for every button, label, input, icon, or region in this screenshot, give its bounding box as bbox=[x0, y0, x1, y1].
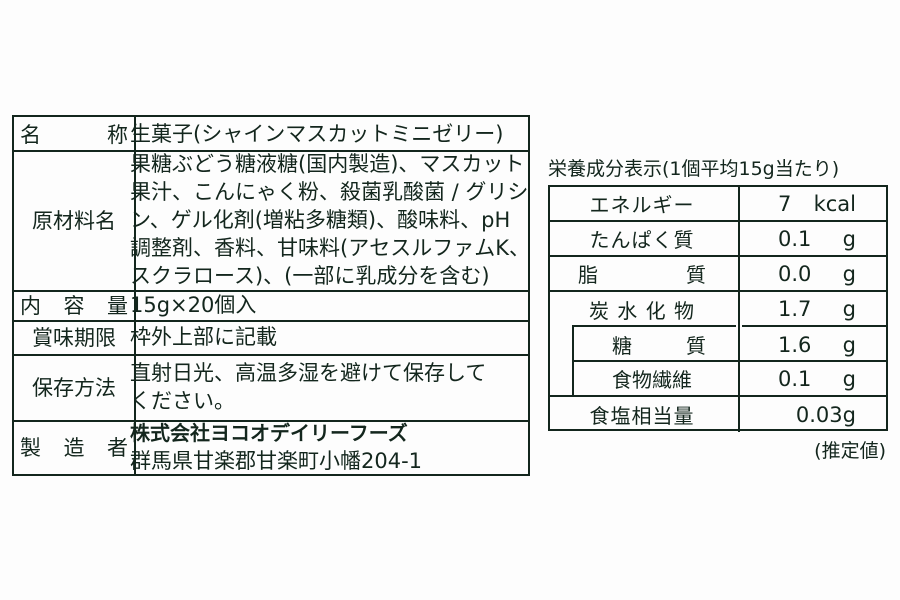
ingredients-line: 調整剤、香料、甘味料(アセスルファムK、 bbox=[130, 236, 530, 260]
row-storage: 保存方法 直射日光、高温多湿を避けて保存して ください。 bbox=[14, 354, 528, 422]
nutrition-row-fiber: 食物繊維 0.1 g bbox=[550, 362, 886, 397]
storage-line: ください。 bbox=[130, 389, 235, 413]
nutrition-row-protein: たんぱく質 0.1 g bbox=[550, 222, 886, 257]
nutrient-label: 炭 水 化 物 bbox=[588, 299, 696, 323]
storage-line: 直射日光、高温多湿を避けて保存して bbox=[130, 361, 487, 385]
sub-row-divider bbox=[572, 325, 736, 327]
nutrient-unit: g bbox=[842, 402, 856, 427]
content-amount: 15g×20個入 bbox=[130, 293, 257, 317]
ingredients-line: ン、ゲル化剤(増粘多糖類)、酸味料、pH bbox=[130, 208, 511, 232]
nutrient-label: 脂 bbox=[578, 263, 598, 287]
row-expiry: 賞味期限 枠外上部に記載 bbox=[14, 320, 528, 356]
product-label-table: 名 称 生菓子(シャインマスカットミニゼリー) 原材料名 果糖ぶどう糖液糖(国内製… bbox=[12, 115, 530, 476]
nutrition-row-carbohydrate: 炭 水 化 物 1.7 g bbox=[550, 292, 886, 327]
nutrient-label: 糖 bbox=[612, 334, 632, 358]
nutrient-value: 0.03 bbox=[795, 402, 843, 427]
row-manufacturer: 製造者 株式会社ヨコオデイリーフーズ 群馬県甘楽郡甘楽町小幡204-1 bbox=[14, 420, 528, 474]
label-char: 者 bbox=[107, 436, 128, 460]
row-ingredients: 原材料名 果糖ぶどう糖液糖(国内製造)、マスカット 果汁、こんにゃく粉、殺菌乳酸… bbox=[14, 150, 530, 292]
ingredients-line: 果汁、こんにゃく粉、殺菌乳酸菌 / グリシ bbox=[130, 180, 529, 204]
company-name: 株式会社ヨコオデイリーフーズ bbox=[130, 421, 408, 445]
nutrition-row-energy: エネルギー 7 kcal bbox=[550, 187, 886, 222]
nutrient-unit: g bbox=[842, 332, 856, 357]
nutrient-value: 0.0 bbox=[778, 261, 812, 286]
estimate-note: (推定値) bbox=[814, 440, 886, 462]
company-address: 群馬県甘楽郡甘楽町小幡204-1 bbox=[130, 449, 423, 473]
ingredients-line: 果糖ぶどう糖液糖(国内製造)、マスカット bbox=[130, 152, 525, 176]
nutrient-unit: g bbox=[842, 226, 856, 251]
nutrient-unit: g bbox=[842, 261, 856, 286]
label-storage: 保存方法 bbox=[32, 376, 116, 400]
nutrient-value: 0.1 bbox=[778, 366, 812, 391]
label-char: 称 bbox=[107, 122, 128, 147]
row-content: 内容量 15g×20個入 bbox=[14, 290, 528, 322]
nutrient-label: 食塩相当量 bbox=[589, 404, 695, 428]
label-char: 造 bbox=[63, 436, 85, 460]
nutrient-label: 質 bbox=[686, 334, 706, 358]
label-expiry: 賞味期限 bbox=[32, 326, 116, 350]
nutrient-label: 質 bbox=[686, 263, 706, 287]
label-char: 名 bbox=[20, 122, 41, 147]
label-char: 容 bbox=[63, 294, 85, 318]
nutrient-unit: g bbox=[842, 366, 856, 391]
nutrient-value: 0.1 bbox=[778, 226, 812, 251]
nutrition-row-fat: 脂 質 0.0 g bbox=[550, 257, 886, 292]
label-char: 製 bbox=[20, 436, 41, 460]
nutrient-label: たんぱく質 bbox=[589, 228, 695, 252]
row-name: 名 称 生菓子(シャインマスカットミニゼリー) bbox=[14, 117, 528, 152]
nutrient-label: 食物繊維 bbox=[612, 368, 692, 392]
nutrition-row-sugar: 糖 質 1.6 g bbox=[550, 327, 886, 362]
label-char: 内 bbox=[20, 294, 41, 318]
nutrient-value: 7 bbox=[778, 191, 792, 216]
sub-row-divider bbox=[572, 327, 574, 397]
product-name: 生菓子(シャインマスカットミニゼリー) bbox=[130, 121, 504, 146]
nutrient-value: 1.7 bbox=[778, 296, 812, 321]
label-char: 量 bbox=[107, 294, 128, 318]
nutrient-value: 1.6 bbox=[778, 332, 812, 357]
ingredients-line: スクラロース)、(一部に乳成分を含む) bbox=[130, 264, 490, 288]
expiry-value: 枠外上部に記載 bbox=[130, 325, 277, 349]
nutrient-label: エネルギー bbox=[589, 193, 695, 217]
nutrient-unit: g bbox=[842, 296, 856, 321]
nutrition-title: 栄養成分表示(1個平均15g当たり) bbox=[548, 158, 840, 180]
label-ingredients: 原材料名 bbox=[32, 209, 116, 233]
sub-row-divider bbox=[572, 360, 886, 362]
nutrient-unit: kcal bbox=[813, 191, 856, 216]
